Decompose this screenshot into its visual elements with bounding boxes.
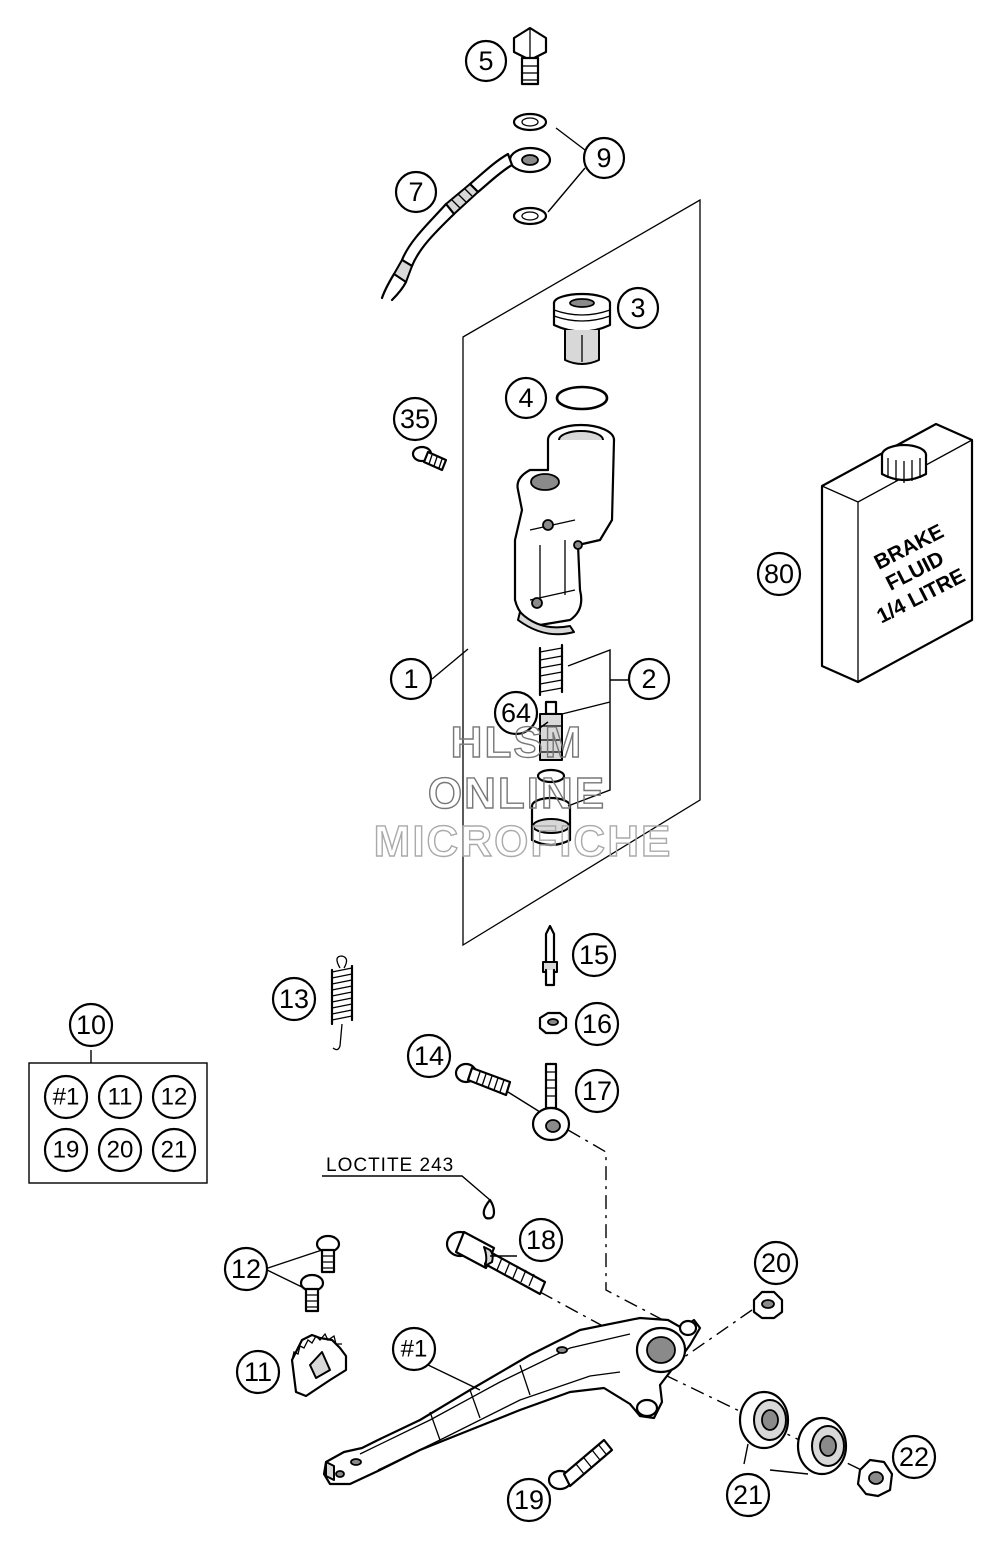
svg-text:80: 80	[764, 559, 794, 589]
callout-2: 2	[627, 657, 671, 701]
svg-text:14: 14	[414, 1041, 444, 1071]
part-reservoir-connector	[552, 292, 612, 365]
callout-4: 4	[504, 376, 548, 420]
kit-item-12: 12	[151, 1074, 197, 1120]
part-hex-nut	[538, 1011, 568, 1035]
part-return-spring	[330, 955, 354, 1051]
part-brake-fluid-jug: BRAKE FLUID 1/4 LITRE	[820, 422, 974, 684]
part-bearings	[738, 1390, 848, 1476]
part-piston-kit	[530, 643, 572, 847]
callout-18: 18	[518, 1217, 564, 1263]
loctite-label: LOCTITE 243	[326, 1155, 454, 1176]
part-banjo-bolt	[512, 26, 548, 86]
callout-5: 5	[464, 39, 508, 83]
svg-text:2: 2	[641, 664, 656, 694]
svg-text:#1: #1	[53, 1084, 80, 1111]
watermark: HLSM ONLINE MICROFICHE	[373, 717, 673, 866]
callout-15: 15	[571, 932, 617, 978]
svg-text:21: 21	[161, 1137, 188, 1164]
part-o-ring	[555, 385, 609, 411]
part-pivot-bolt	[445, 1230, 547, 1296]
callout-11: 11	[235, 1349, 281, 1395]
assembly-frame	[462, 198, 701, 947]
part-pedal-pivot-bolt	[547, 1438, 614, 1491]
svg-text:22: 22	[899, 1442, 929, 1472]
watermark-line-2: ONLINE	[428, 769, 606, 818]
svg-text:12: 12	[161, 1084, 188, 1111]
part-pedal-step	[290, 1332, 348, 1398]
svg-text:35: 35	[400, 404, 430, 434]
part-lock-nut	[856, 1458, 894, 1498]
svg-text:20: 20	[761, 1248, 791, 1278]
kit-item-19: 19	[43, 1127, 89, 1173]
part-pedal-bolt	[454, 1062, 512, 1097]
callout-22: 22	[891, 1434, 937, 1480]
callout-14: 14	[406, 1033, 452, 1079]
part-pushrod	[542, 924, 558, 987]
svg-text:4: 4	[518, 383, 533, 413]
callout-9: 9	[582, 136, 626, 180]
svg-text:20: 20	[107, 1137, 134, 1164]
callout-12: 12	[223, 1246, 269, 1292]
callout-7: 7	[394, 170, 438, 214]
callout-10: 10	[68, 1002, 114, 1048]
svg-text:9: 9	[596, 143, 611, 173]
callout-35: 35	[392, 396, 438, 442]
kit-item-21: 21	[151, 1127, 197, 1173]
part-step-screws	[299, 1234, 341, 1313]
watermark-line-1: HLSM	[451, 718, 584, 767]
part-brake-hose	[380, 146, 552, 302]
leader-lines	[90, 127, 809, 1475]
part-master-cylinder	[513, 423, 616, 636]
svg-text:1: 1	[403, 664, 418, 694]
part-sealing-washers	[512, 112, 548, 226]
svg-text:64: 64	[501, 698, 531, 728]
callout-64: 64	[493, 690, 539, 736]
svg-text:13: 13	[279, 984, 309, 1014]
svg-text:19: 19	[514, 1485, 544, 1515]
callout-1: 1	[389, 657, 433, 701]
svg-text:18: 18	[526, 1225, 556, 1255]
kit-item-pedal: #1	[43, 1074, 89, 1120]
svg-text:7: 7	[408, 177, 423, 207]
svg-text:3: 3	[630, 293, 645, 323]
svg-text:12: 12	[231, 1254, 261, 1284]
svg-text:#1: #1	[401, 1336, 428, 1363]
callout-13: 13	[271, 976, 317, 1022]
callout-21: 21	[725, 1472, 771, 1518]
callout-20: 20	[753, 1240, 799, 1286]
callout-80: 80	[756, 551, 802, 597]
callout-17: 17	[574, 1068, 620, 1114]
kit-item-20: 20	[97, 1127, 143, 1173]
svg-text:5: 5	[478, 46, 493, 76]
svg-text:10: 10	[76, 1010, 106, 1040]
center-line-pushrod	[567, 1129, 683, 1331]
callout-pedal: #1	[391, 1326, 437, 1372]
loctite-drop-icon	[482, 1198, 496, 1220]
svg-text:19: 19	[53, 1137, 80, 1164]
svg-text:15: 15	[579, 940, 609, 970]
kit-item-11: 11	[97, 1074, 143, 1120]
svg-text:17: 17	[582, 1076, 612, 1106]
part-rod-end	[531, 1062, 571, 1142]
callout-16: 16	[574, 1001, 620, 1047]
part-screw	[411, 445, 448, 472]
loctite-leader	[322, 1175, 491, 1201]
svg-text:11: 11	[244, 1357, 272, 1387]
part-flange-nut	[752, 1290, 784, 1320]
part-brake-pedal	[322, 1316, 702, 1486]
watermark-line-3: MICROFICHE	[374, 817, 673, 866]
callout-19: 19	[506, 1477, 552, 1523]
svg-text:21: 21	[733, 1480, 763, 1510]
callout-3: 3	[616, 286, 660, 330]
svg-text:11: 11	[108, 1084, 133, 1111]
svg-text:16: 16	[582, 1009, 612, 1039]
